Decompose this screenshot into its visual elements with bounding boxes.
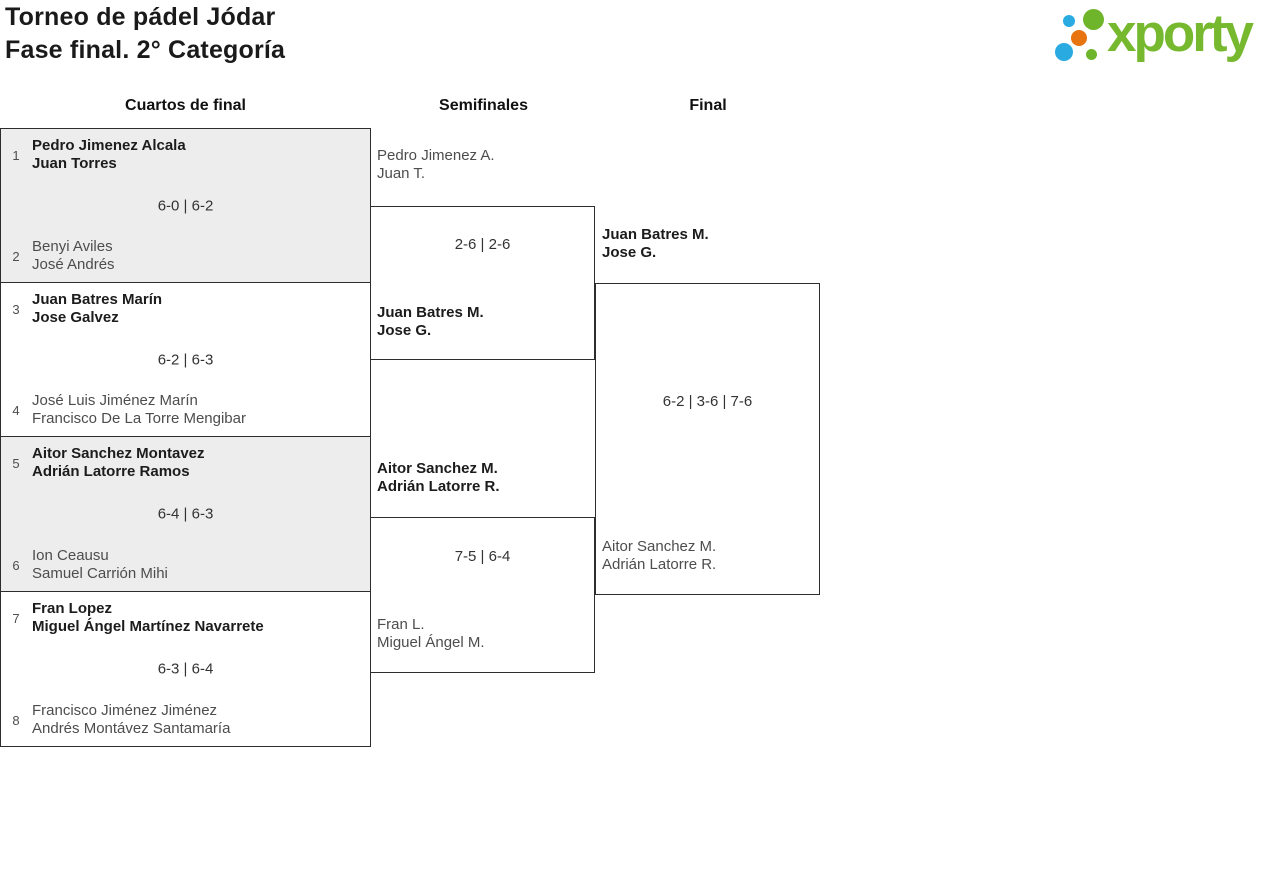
player-name: Juan Batres M. — [602, 226, 709, 243]
seed-number: 6 — [12, 557, 20, 573]
team-entry: 7 Fran Lopez Miguel Ángel Martínez Navar… — [9, 600, 362, 636]
seed-number: 2 — [12, 248, 20, 264]
semifinal-match-2-box — [370, 517, 595, 673]
match-score: 6-4 | 6-3 — [157, 505, 214, 523]
page-title: Torneo de pádel Jódar Fase final. 2° Cat… — [5, 1, 285, 67]
match-score: 6-0 | 6-2 — [157, 197, 214, 214]
final-bottom-team: Aitor Sanchez M. Adrián Latorre R. — [602, 538, 716, 574]
round-header-quarterfinals: Cuartos de final — [125, 97, 246, 114]
semifinal-1-bottom-team: Juan Batres M. Jose G. — [377, 304, 484, 340]
match-score: 7-5 | 6-4 — [454, 548, 511, 565]
logo-dot-green-big-icon — [1083, 9, 1104, 30]
page-title-line2: Fase final. 2° Categoría — [5, 36, 286, 64]
logo-dot-blue-big-icon — [1055, 43, 1073, 61]
team-names: Pedro Jimenez Alcala Juan Torres — [32, 137, 186, 173]
team-entry: 5 Aitor Sanchez Montavez Adrián Latorre … — [9, 445, 362, 481]
quarterfinal-match-1: 1 Pedro Jimenez Alcala Juan Torres 6-0 |… — [0, 128, 371, 283]
team-entry: 8 Francisco Jiménez Jiménez Andrés Montá… — [9, 702, 362, 738]
seed-number: 4 — [12, 402, 20, 418]
player-name: Francisco De La Torre Mengibar — [32, 410, 246, 427]
match-score: 6-2 | 6-3 — [157, 351, 214, 368]
player-name: Juan T. — [377, 165, 426, 182]
team-names: José Luis Jiménez Marín Francisco De La … — [32, 392, 246, 428]
player-name: Miguel Ángel Martínez Navarrete — [32, 618, 264, 635]
player-name: Jose G. — [602, 244, 657, 261]
player-name: Jose Galvez — [32, 309, 119, 326]
match-score: 6-3 | 6-4 — [157, 660, 214, 678]
team-names: Francisco Jiménez Jiménez Andrés Montáve… — [32, 702, 230, 738]
semifinal-match-1-box — [370, 206, 595, 360]
match-score: 2-6 | 2-6 — [454, 236, 511, 253]
quarterfinal-match-3: 5 Aitor Sanchez Montavez Adrián Latorre … — [0, 436, 371, 592]
team-names: Fran Lopez Miguel Ángel Martínez Navarre… — [32, 600, 264, 636]
player-name: Aitor Sanchez M. — [377, 460, 498, 477]
logo-dot-green-small-icon — [1086, 49, 1097, 60]
player-name: Adrián Latorre R. — [602, 556, 717, 573]
semifinal-2-top-team: Aitor Sanchez M. Adrián Latorre R. — [377, 460, 500, 496]
player-name: Miguel Ángel M. — [377, 634, 485, 651]
team-entry: 4 José Luis Jiménez Marín Francisco De L… — [9, 392, 362, 428]
team-entry: 2 Benyi Aviles José Andrés — [9, 238, 362, 274]
team-entry: 6 Ion Ceausu Samuel Carrión Mihi — [9, 547, 362, 583]
player-name: Juan Batres Marín — [32, 291, 163, 308]
final-top-team: Juan Batres M. Jose G. — [602, 226, 709, 262]
team-names: Juan Batres Marín Jose Galvez — [32, 291, 162, 327]
seed-number: 7 — [12, 610, 20, 626]
logo-wordmark: xporty — [1107, 4, 1254, 63]
seed-number: 8 — [12, 712, 20, 728]
player-name: Aitor Sanchez M. — [602, 538, 717, 555]
player-name: Fran L. — [377, 616, 425, 633]
seed-number: 3 — [12, 301, 20, 317]
player-name: Benyi Aviles — [32, 238, 113, 255]
player-name: Andrés Montávez Santamaría — [32, 720, 231, 737]
player-name: José Andrés — [32, 256, 115, 273]
team-names: Aitor Sanchez Montavez Adrián Latorre Ra… — [32, 445, 205, 481]
final-match-box — [595, 283, 820, 595]
semifinal-1-top-team: Pedro Jimenez A. Juan T. — [377, 147, 495, 183]
quarterfinal-match-4: 7 Fran Lopez Miguel Ángel Martínez Navar… — [0, 591, 371, 747]
team-names: Benyi Aviles José Andrés — [32, 238, 115, 274]
player-name: Adrián Latorre Ramos — [32, 463, 190, 480]
player-name: Samuel Carrión Mihi — [32, 565, 168, 582]
logo-dot-blue-small-icon — [1063, 15, 1075, 27]
team-names: Ion Ceausu Samuel Carrión Mihi — [32, 547, 168, 583]
team-entry: 3 Juan Batres Marín Jose Galvez — [9, 291, 362, 327]
team-entry: 1 Pedro Jimenez Alcala Juan Torres — [9, 137, 362, 173]
logo-dot-orange-icon — [1071, 30, 1087, 46]
player-name: Juan Torres — [32, 155, 117, 172]
player-name: Adrián Latorre R. — [377, 478, 500, 495]
player-name: Jose G. — [377, 322, 432, 339]
semifinal-2-bottom-team: Fran L. Miguel Ángel M. — [377, 616, 485, 652]
quarterfinal-match-2: 3 Juan Batres Marín Jose Galvez 6-2 | 6-… — [0, 282, 371, 437]
match-score: 6-2 | 3-6 | 7-6 — [662, 393, 753, 410]
seed-number: 1 — [12, 147, 20, 163]
player-name: Fran Lopez — [32, 600, 113, 617]
round-header-semifinals: Semifinales — [439, 97, 528, 114]
round-header-final: Final — [689, 97, 727, 114]
player-name: Ion Ceausu — [32, 547, 109, 564]
player-name: Aitor Sanchez Montavez — [32, 445, 205, 462]
player-name: Pedro Jimenez A. — [377, 147, 495, 164]
player-name: Pedro Jimenez Alcala — [32, 137, 186, 154]
player-name: Francisco Jiménez Jiménez — [32, 702, 218, 719]
page-title-line1: Torneo de pádel Jódar — [5, 3, 276, 31]
player-name: Juan Batres M. — [377, 304, 484, 321]
seed-number: 5 — [12, 455, 20, 471]
player-name: José Luis Jiménez Marín — [32, 392, 198, 409]
